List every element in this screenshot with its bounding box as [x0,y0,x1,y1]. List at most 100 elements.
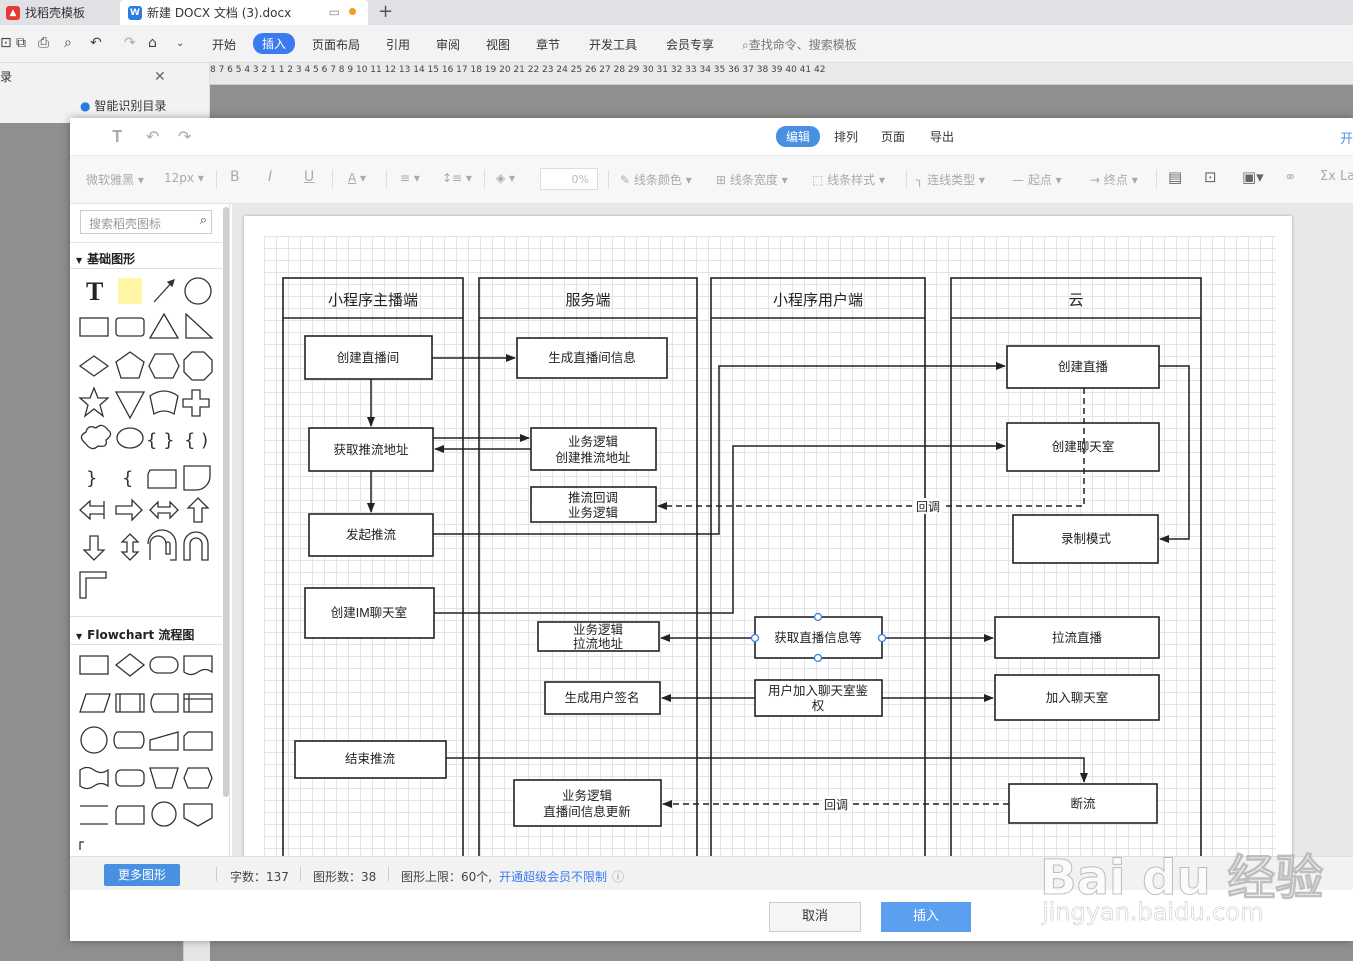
lane-cloud[interactable] [950,277,1202,856]
selection-handle[interactable] [813,612,823,622]
internal-storage-shape-icon[interactable] [183,693,213,713]
insert-button[interactable]: 插入 [881,902,971,932]
save-icon[interactable]: ⊡ [0,35,12,51]
basic-shapes-grid[interactable]: T { } { ) } { [78,274,218,608]
predefined-process-shape-icon[interactable] [115,693,145,713]
image-icon[interactable]: ⊡ [1204,168,1217,186]
redo-icon[interactable]: ↷ [178,127,192,146]
font-family-select[interactable]: 微软雅黑 ▾ [86,173,144,187]
cross-shape-icon[interactable] [182,389,210,417]
box-join-chat[interactable] [994,674,1160,721]
help-icon[interactable]: ⓘ [612,870,625,884]
u-turn-arrow-shape-icon[interactable] [147,529,177,561]
sidebar-scrollbar[interactable] [223,207,229,797]
align-icon[interactable]: ≡ ▾ [400,171,420,185]
undo-icon[interactable]: ↶ [146,127,160,146]
sticky-note-shape-icon[interactable] [118,278,142,304]
editor-tab-edit[interactable]: 编辑 [776,126,821,147]
shield-shape-icon[interactable] [114,391,146,420]
pentagon-shape-icon[interactable] [115,351,145,379]
link-icon[interactable]: ⚭ [1284,168,1297,186]
drawing-canvas[interactable]: 小程序主播端 服务端 小程序用户端 云 [232,204,1353,856]
format-painter-icon[interactable]: ⌂ [148,35,157,51]
line-width-button[interactable]: ⊞ 线条宽度 ▾ [716,173,788,187]
process-shape-icon[interactable] [79,655,109,675]
cancel-button[interactable]: 取消 [769,902,861,932]
tab-docer[interactable]: ▲ 找稻壳模板 [0,0,118,25]
horizontal-ruler[interactable]: 8 7 6 5 4 3 2 1 1 2 3 4 5 6 7 8 9 10 11 … [210,63,1353,85]
menu-chapter[interactable]: 章节 [536,38,561,52]
upgrade-member-link[interactable]: 开通超级会员不限制 [499,870,608,884]
connector-type-button[interactable]: ╮ 连线类型 ▾ [916,173,985,187]
arrow-head-shape-icon[interactable] [166,278,176,288]
flowchart-shapes-header[interactable]: ▼Flowchart 流程图 [76,626,194,643]
stored-data-shape-icon[interactable] [150,693,179,713]
connector-arrow[interactable] [446,757,1088,783]
arch-shape-icon[interactable] [183,531,209,561]
down-arrow-shape-icon[interactable] [82,535,106,561]
underline-button[interactable]: U [304,169,315,185]
cloud-shape-icon[interactable] [80,424,112,450]
decision-shape-icon[interactable] [114,653,146,677]
lane-server[interactable] [478,277,698,856]
rounded-rectangle-shape-icon[interactable] [115,317,145,337]
line-spacing-icon[interactable]: ↕≡ ▾ [442,171,472,185]
close-icon[interactable]: ✕ [154,69,166,85]
format-brush-icon[interactable]: 𝐓 [112,127,123,146]
up-arrow-shape-icon[interactable] [186,497,210,523]
chevron-down-icon[interactable]: ⌄ [176,38,185,49]
smart-toc-button[interactable]: ● 智能识别目录 [80,97,166,114]
menu-developer[interactable]: 开发工具 [589,38,638,52]
menu-member[interactable]: 会员专享 [666,38,715,52]
line-color-button[interactable]: ✎ 线条颜色 ▾ [620,173,692,187]
opacity-input[interactable]: 0% [540,168,598,190]
menu-reference[interactable]: 引用 [386,38,411,52]
undo-icon[interactable]: ↶ [90,35,102,51]
circle-shape-icon[interactable] [184,277,212,305]
monitor-icon[interactable]: ▭ [328,5,340,19]
more-shapes-button[interactable]: 更多图形 [104,864,180,886]
box-get-push-url[interactable] [308,427,434,472]
left-right-arrow-shape-icon[interactable] [149,500,179,520]
offpage-reference-shape-icon[interactable] [183,803,213,827]
lane-anchor[interactable] [282,277,464,856]
right-arrow-shape-icon[interactable] [115,498,143,522]
box-end-push[interactable] [294,740,447,779]
connector-arrow[interactable] [434,442,1006,614]
box-cloud-create-chat[interactable] [1006,422,1160,472]
end-arrow-button[interactable]: → 终点 ▾ [1090,173,1138,187]
right-triangle-shape-icon[interactable] [185,312,214,339]
latex-button[interactable]: Σx La [1320,169,1353,184]
manual-input-shape-icon[interactable] [149,731,179,751]
preparation-shape-icon[interactable] [183,767,213,789]
callback-dashed-arrow[interactable] [657,388,1085,510]
fill-bucket-icon[interactable]: ◈ ▾ [496,171,516,185]
export-icon[interactable]: ⧉ [16,35,26,51]
box-cloud-create-live[interactable] [1006,345,1160,389]
editor-tab-export[interactable]: 导出 [930,130,955,144]
connector-shape-icon[interactable] [80,726,108,754]
up-down-arrow-shape-icon[interactable] [120,533,140,561]
basic-shapes-header[interactable]: ▼基础图形 [76,250,135,267]
box-gen-user-sig[interactable] [544,681,661,715]
selection-handle[interactable] [813,653,823,663]
banner-shape-icon[interactable] [149,390,179,416]
tab-document[interactable]: W 新建 DOCX 文档 (3).docx ▭ [120,0,368,25]
new-tab-plus-icon[interactable]: + [378,1,394,22]
connector-arrow[interactable] [433,362,1006,535]
layout-icon[interactable]: ▤ [1168,168,1183,186]
selection-handle[interactable] [750,633,760,643]
text-shape-icon[interactable]: T [86,277,103,306]
box-logic-pull-url[interactable] [537,621,660,652]
corner-shape-icon[interactable] [79,571,107,599]
lane-user[interactable] [710,277,926,856]
manual-operation-shape-icon[interactable] [149,767,179,789]
menu-start[interactable]: 开始 [212,38,237,52]
partial-bracket-shape-icon[interactable] [79,841,84,850]
font-size-select[interactable]: 12px ▾ [164,171,204,185]
diagram-page[interactable]: 小程序主播端 服务端 小程序用户端 云 [244,216,1292,856]
right-brace-shape-icon[interactable]: } [86,468,97,489]
font-color-button[interactable]: A ▾ [348,171,367,185]
bracket-shape-icon[interactable]: { ) [184,430,208,451]
page-icon[interactable]: ▣▾ [1242,168,1264,186]
